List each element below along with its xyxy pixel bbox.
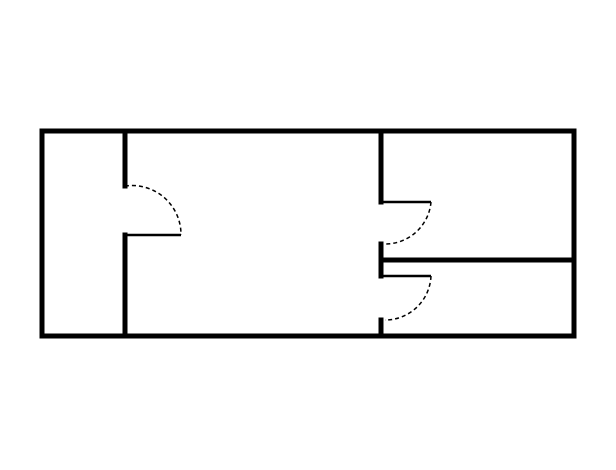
door-swing-arc <box>384 201 432 245</box>
exterior-wall <box>39 128 577 339</box>
door-central-southeast <box>381 274 432 321</box>
door-central-northeast <box>381 200 432 245</box>
door-west-central <box>124 184 182 237</box>
door-swing-arc <box>384 275 432 321</box>
walls <box>39 128 577 339</box>
doors <box>124 184 432 321</box>
door-swing-arc <box>124 184 182 236</box>
